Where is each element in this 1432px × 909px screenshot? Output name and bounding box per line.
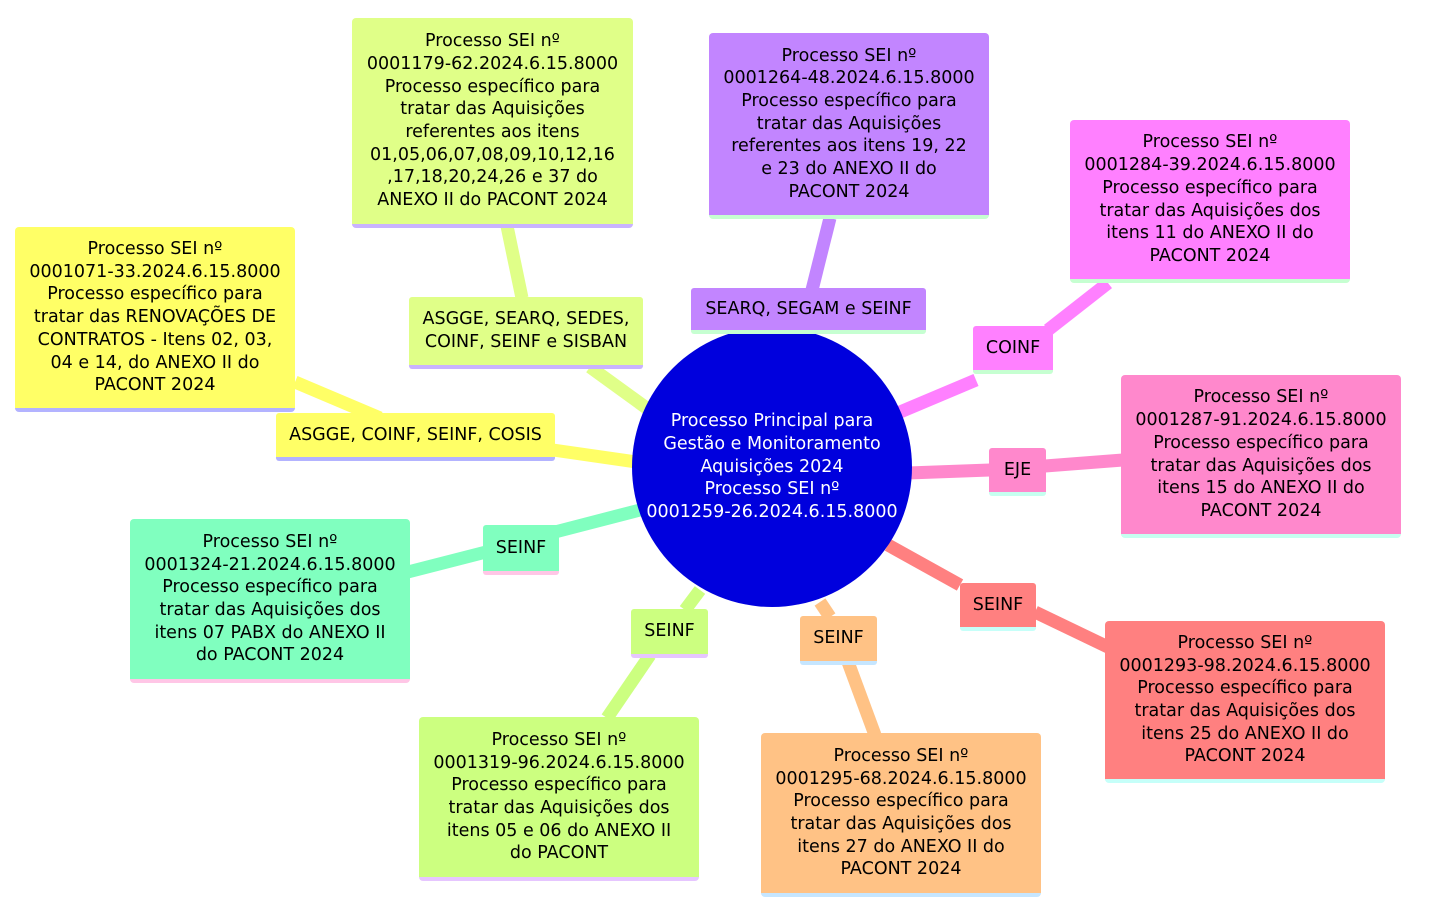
connector-line-green [679, 586, 706, 614]
branch-tag-label: ASGGE, COINF, SEINF, COSIS [289, 424, 542, 445]
connector-line-orange [841, 659, 882, 738]
connector-line-mint [402, 545, 488, 580]
leaf-node-text: Processo SEI nº 0001071-33.2024.6.15.800… [29, 239, 281, 396]
leaf-node-magenta: Processo SEI nº 0001284-39.2024.6.15.800… [1070, 120, 1350, 283]
branch-tag-label: EJE [1003, 459, 1032, 480]
leaf-node-text: Processo SEI nº 0001287-91.2024.6.15.800… [1135, 387, 1387, 521]
leaf-node-pink: Processo SEI nº 0001287-91.2024.6.15.800… [1121, 375, 1401, 538]
central-node-text: Processo Principal para Gestão e Monitor… [646, 411, 898, 523]
branch-tag-yellow: ASGGE, COINF, SEINF, COSIS [276, 413, 555, 461]
connector-line-red [884, 539, 964, 591]
connector-line-magenta [1043, 277, 1113, 336]
branch-tag-orange: SEINF [800, 616, 877, 665]
connector-line-pink [1044, 453, 1124, 473]
connector-line-yellow [552, 443, 637, 469]
leaf-node-lime: Processo SEI nº 0001179-62.2024.6.15.800… [352, 18, 633, 228]
connector-line-mint [553, 503, 642, 539]
leaf-node-text: Processo SEI nº 0001264-48.2024.6.15.800… [723, 45, 975, 202]
leaf-node-yellow: Processo SEI nº 0001071-33.2024.6.15.800… [15, 227, 295, 412]
branch-tag-label: ASGGE, SEARQ, SEDES, COINF, SEINF e SISB… [422, 309, 630, 352]
leaf-node-mint: Processo SEI nº 0001324-21.2024.6.15.800… [130, 519, 410, 683]
connector-line-lime [500, 224, 529, 300]
leaf-node-green: Processo SEI nº 0001319-96.2024.6.15.800… [419, 717, 699, 881]
leaf-node-text: Processo SEI nº 0001179-62.2024.6.15.800… [366, 31, 619, 211]
connector-line-lime [586, 361, 656, 418]
leaf-node-text: Processo SEI nº 0001324-21.2024.6.15.800… [144, 531, 396, 666]
connector-line-orange [814, 598, 836, 621]
connector-line-magenta [890, 374, 979, 421]
branch-tag-lime: ASGGE, SEARQ, SEDES, COINF, SEINF e SISB… [409, 297, 643, 369]
connector-line-pink [907, 463, 991, 480]
branch-tag-mint: SEINF [483, 525, 559, 575]
connector-line-yellow [292, 376, 383, 424]
connector-line-red [1032, 606, 1113, 654]
branch-tag-violet: SEARQ, SEGAM e SEINF [691, 288, 926, 334]
branch-tag-magenta: COINF [973, 326, 1053, 374]
leaf-node-violet: Processo SEI nº 0001264-48.2024.6.15.800… [709, 33, 989, 219]
leaf-node-text: Processo SEI nº 0001293-98.2024.6.15.800… [1119, 632, 1371, 767]
branch-tag-label: SEINF [495, 537, 547, 558]
leaf-node-orange: Processo SEI nº 0001295-68.2024.6.15.800… [761, 733, 1041, 897]
leaf-node-red: Processo SEI nº 0001293-98.2024.6.15.800… [1105, 621, 1385, 783]
branch-tag-label: SEINF [813, 628, 864, 649]
branch-tag-label: COINF [985, 337, 1041, 358]
central-node: Processo Principal para Gestão e Monitor… [632, 327, 912, 607]
connector-line-green [601, 651, 656, 722]
branch-tag-label: SEARQ, SEGAM e SEINF [705, 298, 912, 319]
branch-tag-red: SEINF [960, 583, 1036, 631]
branch-tag-green: SEINF [631, 609, 708, 658]
connector-line-violet [805, 216, 837, 292]
branch-tag-label: SEINF [972, 594, 1024, 615]
leaf-node-text: Processo SEI nº 0001319-96.2024.6.15.800… [433, 729, 685, 864]
branch-tag-pink: EJE [989, 448, 1046, 496]
leaf-node-text: Processo SEI nº 0001284-39.2024.6.15.800… [1084, 132, 1336, 266]
leaf-node-text: Processo SEI nº 0001295-68.2024.6.15.800… [775, 745, 1027, 880]
branch-tag-label: SEINF [644, 621, 695, 642]
